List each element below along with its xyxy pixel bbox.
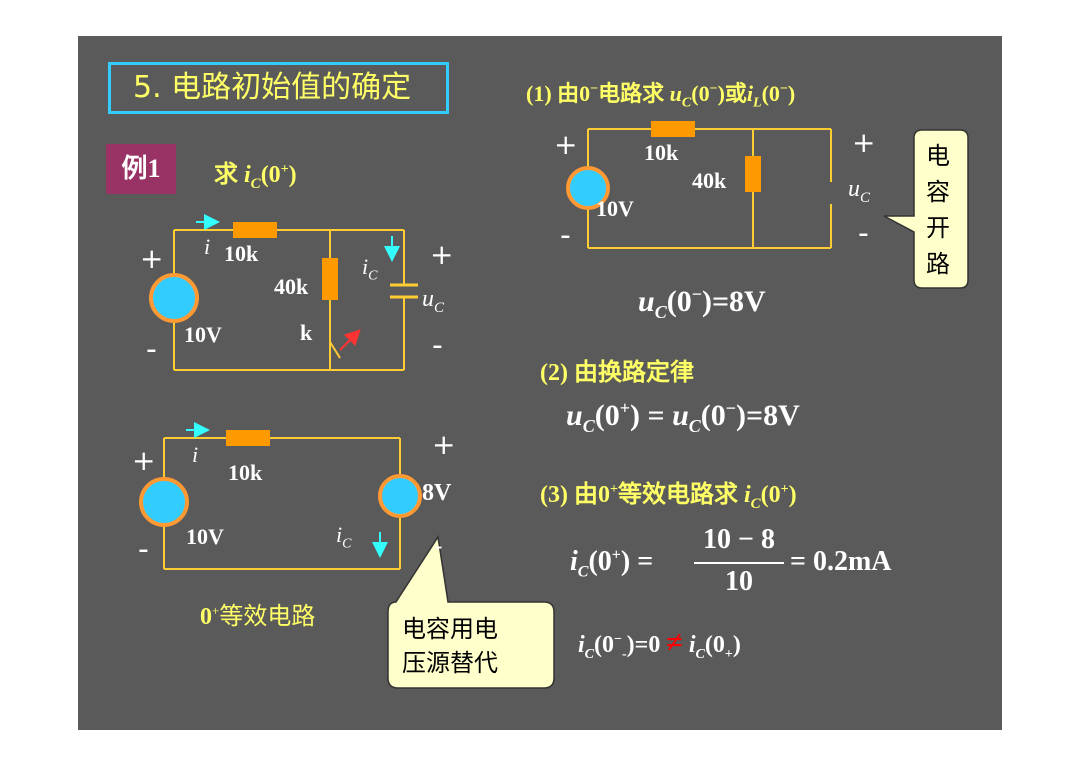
- step1-heading: (1) 由0−电路求 uC(0−)或iL(0−): [526, 81, 796, 111]
- c2-resistor1-label: 10k: [228, 460, 263, 485]
- c3-voltage-source: [566, 166, 610, 210]
- eq-uc-0minus: uC(0−)=8V: [638, 284, 766, 322]
- circuit-3: [587, 128, 832, 249]
- callout-bottom-shape: [387, 534, 555, 689]
- c1-resistor-10k: [233, 222, 277, 238]
- callout-top-text: 电 容 开 路: [926, 142, 950, 278]
- eq-result-value: = 0.2mA: [790, 546, 892, 577]
- slide: 5. 电路初始值的确定 例1 求 iC(0+): [78, 36, 1002, 730]
- c3-minus-left: -: [560, 218, 571, 253]
- c2-plus-right: +: [432, 428, 456, 461]
- slide-title-text: 5. 电路初始值的确定: [133, 70, 412, 105]
- c2-cap-voltage-source: [378, 474, 422, 518]
- step3-heading: (3) 由0+等效电路求 iC(0+): [540, 482, 797, 512]
- c1-minus-right: -: [432, 328, 443, 363]
- c1-switch-arrow: [339, 329, 361, 351]
- circuit-1: [173, 229, 405, 371]
- example-question: 求 iC(0+): [214, 162, 297, 192]
- c1-plus-left: +: [140, 242, 164, 275]
- c3-plus-left: +: [554, 128, 578, 161]
- c3-uc-label: uC: [848, 176, 871, 206]
- callout-top-shape: [883, 129, 969, 289]
- c3-plus-right: +: [852, 126, 876, 159]
- eq-result-numerator: 10 − 8: [703, 524, 775, 555]
- circuit-drawings: [139, 121, 969, 689]
- c3-minus-right: -: [858, 216, 869, 251]
- c1-resistor1-label: 10k: [224, 241, 259, 266]
- example-badge: 例1: [106, 144, 176, 194]
- c1-resistor-40k: [322, 258, 338, 300]
- c1-source-label: 10V: [184, 322, 222, 347]
- c2-current-i: i: [192, 442, 199, 467]
- eq-result-lhs: iC(0+) =: [570, 546, 654, 581]
- c1-switch-label: k: [300, 320, 313, 345]
- c2-resistor-10k: [226, 430, 270, 446]
- c2-voltage-source: [139, 477, 189, 527]
- c3-resistor-40k: [745, 156, 761, 192]
- step2-heading: (2) 由换路定律: [540, 360, 694, 386]
- c3-resistor2-label: 40k: [692, 168, 727, 193]
- eq-switching-law: uC(0+) = uC(0−)=8V: [566, 398, 800, 436]
- eq-result-denominator: 10: [725, 566, 753, 597]
- eq-compare: iC(0−-)=0 ≠ iC(0+): [578, 626, 741, 662]
- eq-result-fraction-bar: [694, 562, 784, 564]
- c3-source-label: 10V: [596, 196, 634, 221]
- c2-source-label: 10V: [186, 524, 224, 549]
- c2-current-ic: iC: [336, 522, 352, 552]
- c1-uc-label: uC: [422, 286, 445, 316]
- callout-bottom-text: 电容用电 压源替代: [402, 615, 498, 677]
- slide-title: 5. 电路初始值的确定: [108, 62, 449, 114]
- c2-minus-left: -: [138, 532, 149, 567]
- c2-minus-right: -: [434, 532, 443, 560]
- c1-plus-right: +: [430, 238, 454, 271]
- c2-cap-source-label: 8V: [422, 480, 452, 506]
- c1-current-ic: iC: [362, 254, 378, 284]
- c2-caption: 0+等效电路: [200, 602, 316, 630]
- c1-minus-left: -: [146, 332, 157, 367]
- c1-current-i: i: [204, 234, 211, 259]
- c1-resistor2-label: 40k: [274, 274, 309, 299]
- c3-resistor1-label: 10k: [644, 140, 679, 165]
- c2-plus-left: +: [132, 444, 156, 477]
- c3-resistor-10k: [651, 121, 695, 137]
- not-equal-sign: ≠: [666, 626, 683, 659]
- c1-voltage-source: [149, 273, 199, 323]
